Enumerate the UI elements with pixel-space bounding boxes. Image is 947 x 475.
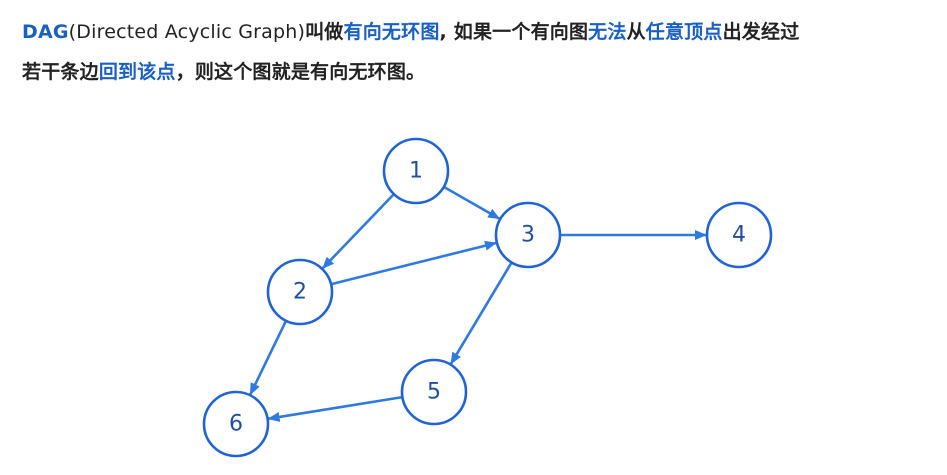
description-line-2: 若干条边回到该点，则这个图就是有向无环图。 <box>22 52 922 92</box>
node-2: 2 <box>266 258 334 326</box>
node-circle <box>400 358 468 426</box>
edge-2-to-3 <box>330 240 497 286</box>
node-3: 3 <box>494 201 562 269</box>
edge-1-to-3 <box>443 185 501 220</box>
description-segment: DAG <box>22 21 69 43</box>
node-6: 6 <box>202 390 270 458</box>
description-segment: ，则这个图就是有向无环图。 <box>175 61 426 83</box>
node-circle <box>494 201 562 269</box>
description-segment: 回到该点 <box>98 61 176 83</box>
edges-layer <box>249 185 707 422</box>
description-line-1: DAG(Directed Acyclic Graph)叫做有向无环图, 如果一个… <box>22 12 922 52</box>
description-text: DAG(Directed Acyclic Graph)叫做有向无环图, 如果一个… <box>22 12 922 92</box>
node-label: 2 <box>293 280 307 305</box>
description-segment: 出发经过 <box>722 21 800 43</box>
node-5: 5 <box>400 358 468 426</box>
description-segment: , 如果一个有向图 <box>439 21 589 43</box>
edge-5-to-6 <box>267 395 403 422</box>
node-label: 4 <box>732 223 746 248</box>
node-circle <box>202 390 270 458</box>
node-4: 4 <box>705 201 773 269</box>
description-segment: 从 <box>626 21 646 43</box>
node-circle <box>705 201 773 269</box>
node-label: 5 <box>427 380 441 405</box>
node-label: 6 <box>229 412 243 437</box>
node-circle <box>382 137 450 205</box>
description-segment: (Directed Acyclic Graph) <box>68 21 306 43</box>
description-segment: 无法 <box>588 21 627 43</box>
node-label: 1 <box>409 159 423 184</box>
node-label: 3 <box>521 223 535 248</box>
node-1: 1 <box>382 137 450 205</box>
node-circle <box>266 258 334 326</box>
edge-2-to-6 <box>249 320 288 396</box>
description-segment: 有向无环图 <box>343 21 440 43</box>
nodes-layer: 1 2 3 4 5 6 <box>202 137 773 458</box>
description-segment: 叫做 <box>305 21 344 43</box>
description-segment: 若干条边 <box>22 61 99 83</box>
edge-3-to-5 <box>449 261 513 365</box>
description-segment: 任意顶点 <box>645 21 723 43</box>
edge-1-to-2 <box>321 193 395 270</box>
